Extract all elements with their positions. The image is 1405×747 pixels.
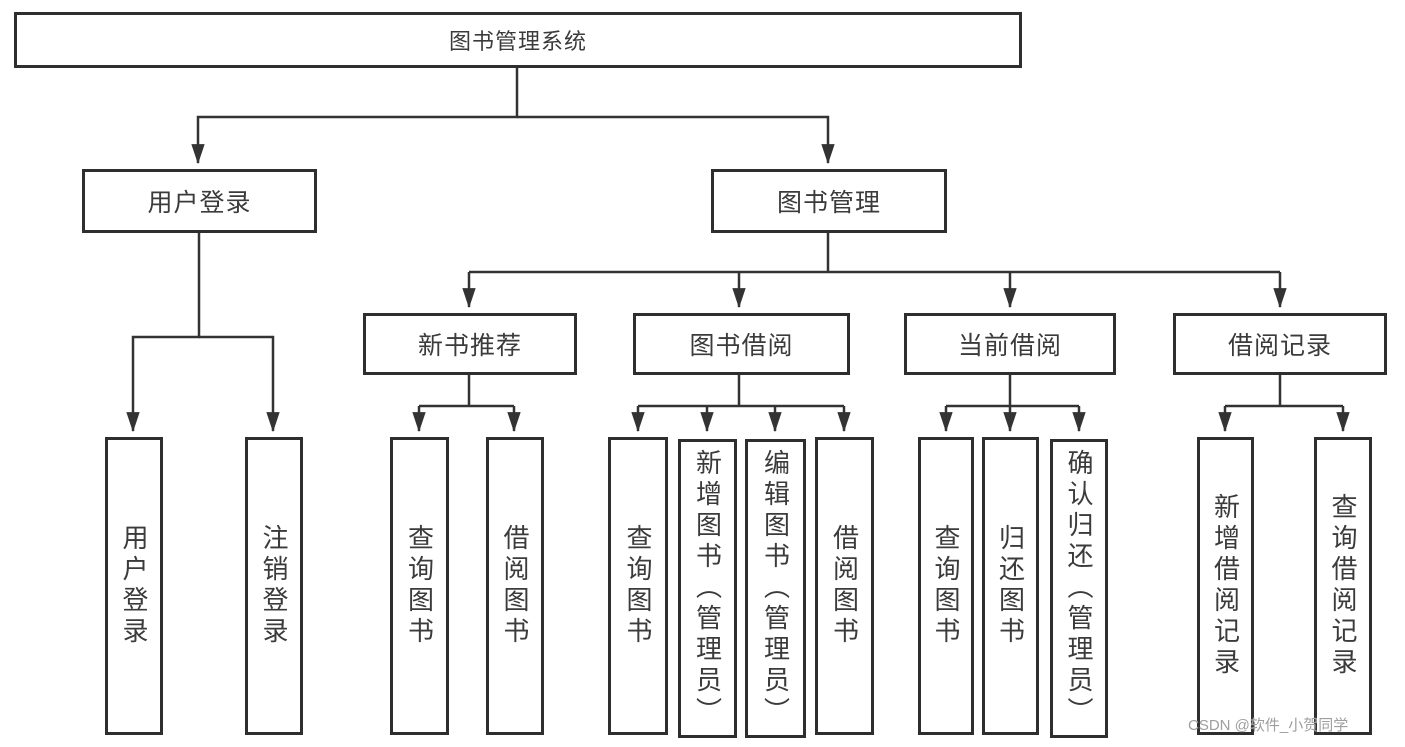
node-book-borrow: 图书借阅 [633, 313, 850, 375]
node-leaf-bb-edit-books: 编辑图书（管理员） [745, 439, 806, 738]
node-leaf-br-query-record-label: 查询借阅记录 [1328, 493, 1358, 679]
node-leaf-logout: 注销登录 [245, 437, 303, 735]
node-leaf-nb-query-books-label: 查询图书 [404, 524, 435, 648]
node-leaf-bb-add-books: 新增图书（管理员） [678, 439, 737, 738]
node-root-label: 图书管理系统 [448, 29, 587, 54]
node-user-login: 用户登录 [82, 169, 317, 233]
node-leaf-br-add-record-label: 新增借阅记录 [1210, 493, 1241, 679]
node-leaf-bb-add-books-label: 新增图书（管理员） [692, 449, 723, 728]
node-leaf-bb-query-books: 查询图书 [608, 437, 668, 735]
node-leaf-user-login-label: 用户登录 [119, 524, 149, 648]
node-book-management: 图书管理 [711, 169, 947, 233]
node-leaf-bb-borrow-books: 借阅图书 [815, 437, 874, 735]
node-leaf-cb-query-books-label: 查询图书 [931, 524, 961, 648]
node-borrow-records-label: 借阅记录 [1227, 332, 1332, 360]
node-leaf-cb-return-books: 归还图书 [982, 437, 1039, 735]
node-leaf-cb-confirm-return-label: 确认归还（管理员） [1064, 449, 1094, 728]
node-leaf-br-query-record: 查询借阅记录 [1314, 437, 1372, 735]
node-root-system: 图书管理系统 [14, 12, 1022, 68]
node-user-login-label: 用户登录 [147, 189, 252, 217]
node-leaf-cb-return-books-label: 归还图书 [995, 524, 1026, 648]
node-current-borrow: 当前借阅 [904, 313, 1116, 375]
node-borrow-records: 借阅记录 [1173, 313, 1387, 375]
node-leaf-bb-edit-books-label: 编辑图书（管理员） [760, 449, 791, 728]
node-leaf-bb-borrow-books-label: 借阅图书 [829, 524, 860, 648]
node-leaf-cb-query-books: 查询图书 [918, 437, 974, 735]
node-leaf-br-add-record: 新增借阅记录 [1197, 437, 1254, 735]
node-leaf-nb-borrow-books-label: 借阅图书 [500, 524, 530, 648]
node-book-borrow-label: 图书借阅 [689, 332, 794, 360]
node-current-borrow-label: 当前借阅 [957, 332, 1062, 360]
node-leaf-nb-query-books: 查询图书 [390, 437, 449, 735]
node-leaf-nb-borrow-books: 借阅图书 [486, 437, 544, 735]
csdn-watermark: CSDN @软件_小贺同学 [1188, 717, 1349, 734]
node-book-management-label: 图书管理 [776, 189, 881, 217]
node-leaf-cb-confirm-return: 确认归还（管理员） [1050, 439, 1108, 738]
node-new-book-recommend: 新书推荐 [363, 313, 577, 375]
node-leaf-logout-label: 注销登录 [259, 524, 289, 648]
node-leaf-user-login: 用户登录 [105, 437, 163, 735]
node-new-book-recommend-label: 新书推荐 [417, 332, 522, 360]
node-leaf-bb-query-books-label: 查询图书 [623, 524, 653, 648]
